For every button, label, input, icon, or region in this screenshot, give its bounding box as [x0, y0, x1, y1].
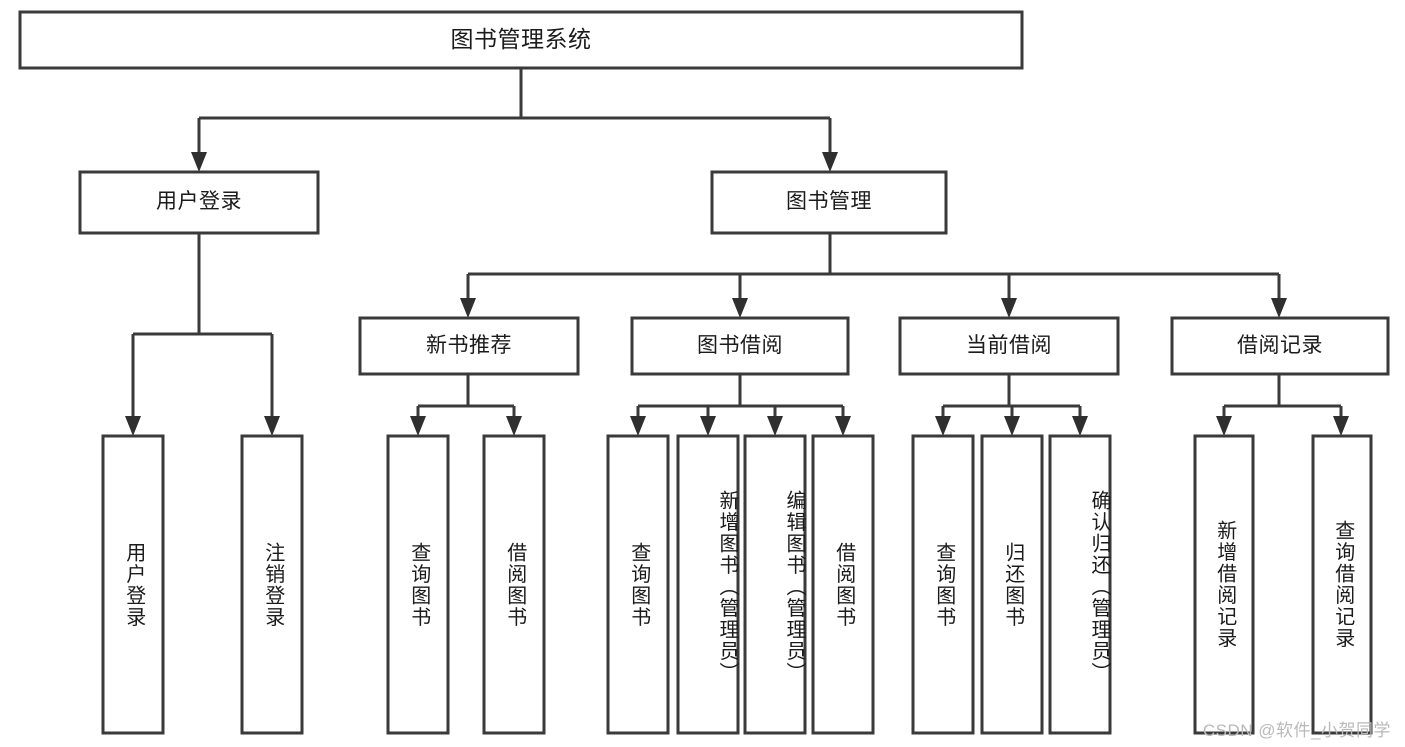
node-box-leaf-user-login-1[interactable] — [101, 434, 165, 735]
node-box-leaf-borrow-record-2[interactable] — [1311, 434, 1373, 735]
node-box-leaf-current-borrow-2[interactable] — [980, 434, 1044, 735]
arrow-head-new-book — [460, 298, 476, 318]
arrow-head-book-mgmt — [822, 152, 838, 172]
csdn-watermark: CSDN @软件_小贺同学 — [1202, 721, 1391, 740]
arrow-head-leaf-current-borrow-1 — [935, 416, 951, 436]
node-box-leaf-user-login-2[interactable] — [240, 434, 304, 735]
node-box-root[interactable] — [18, 10, 1024, 70]
arrow-head-leaf-book-borrow-3 — [767, 416, 783, 436]
node-box-leaf-book-borrow-1[interactable] — [606, 434, 670, 735]
node-box-book-borrow[interactable] — [630, 316, 850, 376]
arrow-head-leaf-current-borrow-3 — [1072, 416, 1088, 436]
arrow-head-user-login — [191, 152, 207, 172]
node-box-layer — [18, 10, 1390, 735]
connector-layer — [125, 68, 1349, 436]
arrow-head-leaf-borrow-record-2 — [1333, 416, 1349, 436]
node-box-book-mgmt[interactable] — [710, 170, 948, 235]
arrow-head-borrow-record — [1271, 298, 1287, 318]
arrow-head-leaf-new-book-1 — [410, 416, 426, 436]
node-box-new-book[interactable] — [358, 316, 580, 376]
arrow-head-leaf-user-login-2 — [264, 416, 280, 436]
node-box-borrow-record[interactable] — [1170, 316, 1390, 376]
node-box-leaf-new-book-2[interactable] — [482, 434, 546, 735]
node-box-leaf-book-borrow-4[interactable] — [811, 434, 875, 735]
arrow-head-current-borrow — [1001, 298, 1017, 318]
node-box-leaf-current-borrow-1[interactable] — [911, 434, 975, 735]
arrow-head-leaf-current-borrow-2 — [1004, 416, 1020, 436]
node-box-leaf-current-borrow-3[interactable] — [1048, 434, 1112, 735]
node-box-leaf-borrow-record-1[interactable] — [1193, 434, 1255, 735]
arrow-head-book-borrow — [732, 298, 748, 318]
arrow-head-leaf-book-borrow-1 — [630, 416, 646, 436]
node-box-user-login[interactable] — [78, 170, 320, 235]
arrow-head-leaf-book-borrow-2 — [700, 416, 716, 436]
arrow-head-leaf-book-borrow-4 — [835, 416, 851, 436]
arrow-head-leaf-new-book-2 — [506, 416, 522, 436]
node-box-leaf-book-borrow-2[interactable] — [676, 434, 740, 735]
node-box-leaf-new-book-1[interactable] — [386, 434, 450, 735]
node-box-leaf-book-borrow-3[interactable] — [743, 434, 807, 735]
node-box-current-borrow[interactable] — [898, 316, 1120, 376]
arrow-head-leaf-borrow-record-1 — [1216, 416, 1232, 436]
arrow-head-leaf-user-login-1 — [125, 416, 141, 436]
